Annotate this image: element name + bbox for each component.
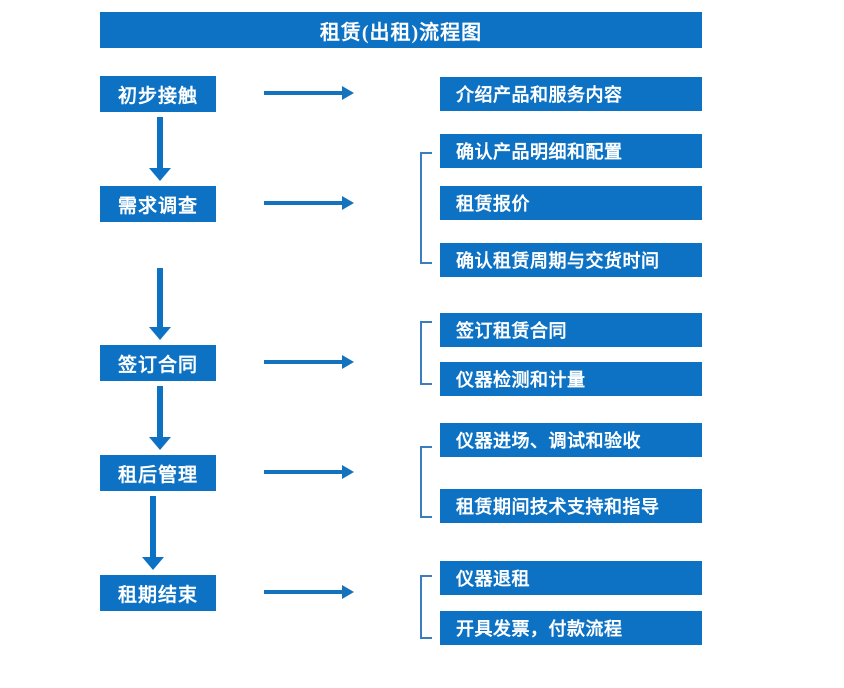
stage-box-lease-end[interactable]: 租期结束 xyxy=(100,575,216,611)
horizontal-arrow-post-rental-management xyxy=(264,465,354,479)
detail-box-introduce-products[interactable]: 介绍产品和服务内容 xyxy=(440,77,702,111)
stage-box-needs-survey[interactable]: 需求调查 xyxy=(100,186,216,222)
chart-title: 租赁(出租)流程图 xyxy=(100,12,702,48)
detail-box-invoice-payment[interactable]: 开具发票，付款流程 xyxy=(440,611,702,645)
horizontal-arrow-lease-end xyxy=(264,585,354,599)
stage-box-post-rental-management[interactable]: 租后管理 xyxy=(100,455,216,491)
detail-box-instrument-return[interactable]: 仪器退租 xyxy=(440,561,702,595)
horizontal-arrow-needs-survey xyxy=(264,196,354,210)
detail-box-instrument-installation[interactable]: 仪器进场、调试和验收 xyxy=(440,423,702,457)
bracket-lease-end-group xyxy=(420,575,432,639)
detail-box-technical-support[interactable]: 租赁期间技术支持和指导 xyxy=(440,489,702,523)
vertical-arrow-management-to-leaseend xyxy=(142,496,164,570)
stage-box-initial-contact[interactable]: 初步接触 xyxy=(100,76,216,112)
horizontal-arrow-initial-contact xyxy=(264,86,354,100)
bracket-post-rental-group xyxy=(420,446,432,518)
vertical-arrow-contract-to-management xyxy=(149,386,171,450)
detail-box-instrument-inspection[interactable]: 仪器检测和计量 xyxy=(440,362,702,396)
stage-box-sign-contract[interactable]: 签订合同 xyxy=(100,345,216,381)
detail-box-sign-rental-contract[interactable]: 签订租赁合同 xyxy=(440,313,702,347)
detail-box-rental-quotation[interactable]: 租赁报价 xyxy=(440,186,702,220)
vertical-arrow-initial-to-needs xyxy=(149,117,171,181)
bracket-needs-survey-group xyxy=(420,152,432,264)
vertical-arrow-needs-to-contract xyxy=(149,268,171,340)
detail-box-confirm-period-delivery[interactable]: 确认租赁周期与交货时间 xyxy=(440,243,702,277)
detail-box-confirm-product-spec[interactable]: 确认产品明细和配置 xyxy=(440,134,702,168)
horizontal-arrow-sign-contract xyxy=(264,355,354,369)
bracket-sign-contract-group xyxy=(420,321,432,385)
